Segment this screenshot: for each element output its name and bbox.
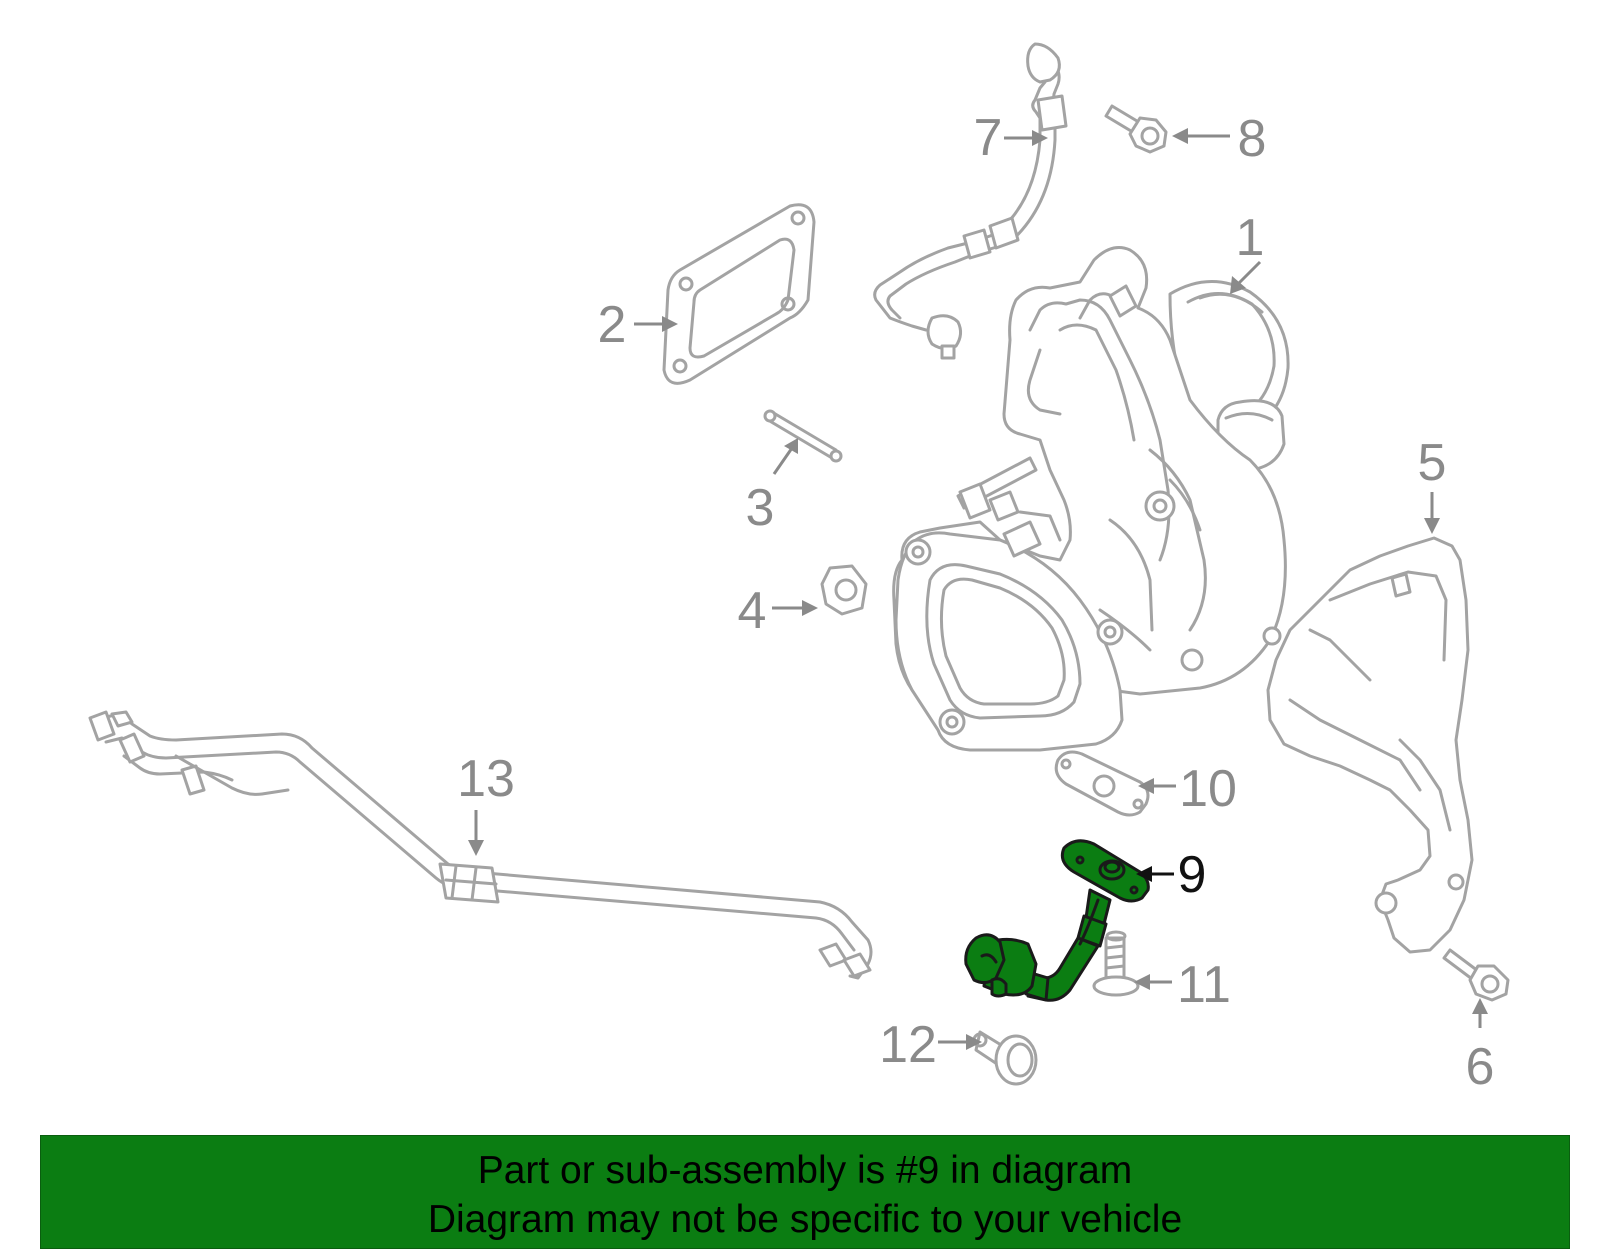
part-1-turbocharger[interactable] [892,246,1290,752]
part-10-gasket[interactable] [1054,750,1150,817]
part-2-gasket[interactable] [662,203,816,385]
part-12-bolt[interactable] [972,1030,1038,1086]
callout-7: 7 [974,109,1048,167]
callout-9: 9 [1136,846,1206,904]
callout-label-10: 10 [1179,760,1237,818]
callout-1: 1 [1230,209,1264,294]
part-11-bolt[interactable] [1092,930,1140,997]
callout-label-9: 9 [1178,846,1207,904]
callout-label-12: 12 [879,1016,937,1074]
callout-label-4: 4 [738,582,767,640]
callout-13: 13 [457,750,515,856]
banner-line-2: Diagram may not be specific to your vehi… [427,1198,1183,1241]
callout-label-7: 7 [974,109,1003,167]
callout-12: 12 [879,1016,982,1074]
callout-2: 2 [598,296,678,354]
part-4-nut[interactable] [820,564,868,616]
part-3-stud[interactable] [763,409,843,463]
callout-label-13: 13 [457,750,515,808]
part-13-coolant-line[interactable] [88,710,873,980]
part-6-bolt[interactable] [1442,948,1510,1002]
callout-6: 6 [1466,998,1495,1096]
callout-5: 5 [1418,434,1447,534]
callout-label-6: 6 [1466,1038,1495,1096]
part-9-oil-return-tube[interactable] [964,839,1150,1002]
callout-11: 11 [1134,956,1231,1014]
callout-label-1: 1 [1236,209,1265,267]
callout-8: 8 [1172,110,1266,168]
info-banner: Part or sub-assembly is #9 in diagram Di… [40,1135,1570,1249]
callout-10: 10 [1138,760,1237,818]
part-5-heat-shield[interactable] [1266,536,1474,954]
banner-line-1: Part or sub-assembly is #9 in diagram [477,1149,1133,1192]
callout-label-8: 8 [1238,110,1267,168]
part-7-oil-feed-line[interactable] [873,42,1068,360]
part-8-bolt[interactable] [1104,104,1168,154]
callout-label-11: 11 [1177,956,1231,1014]
callout-label-3: 3 [746,479,775,537]
callout-4: 4 [738,582,818,640]
callout-label-2: 2 [598,296,627,354]
callout-label-5: 5 [1418,434,1447,492]
callout-3: 3 [746,438,798,537]
